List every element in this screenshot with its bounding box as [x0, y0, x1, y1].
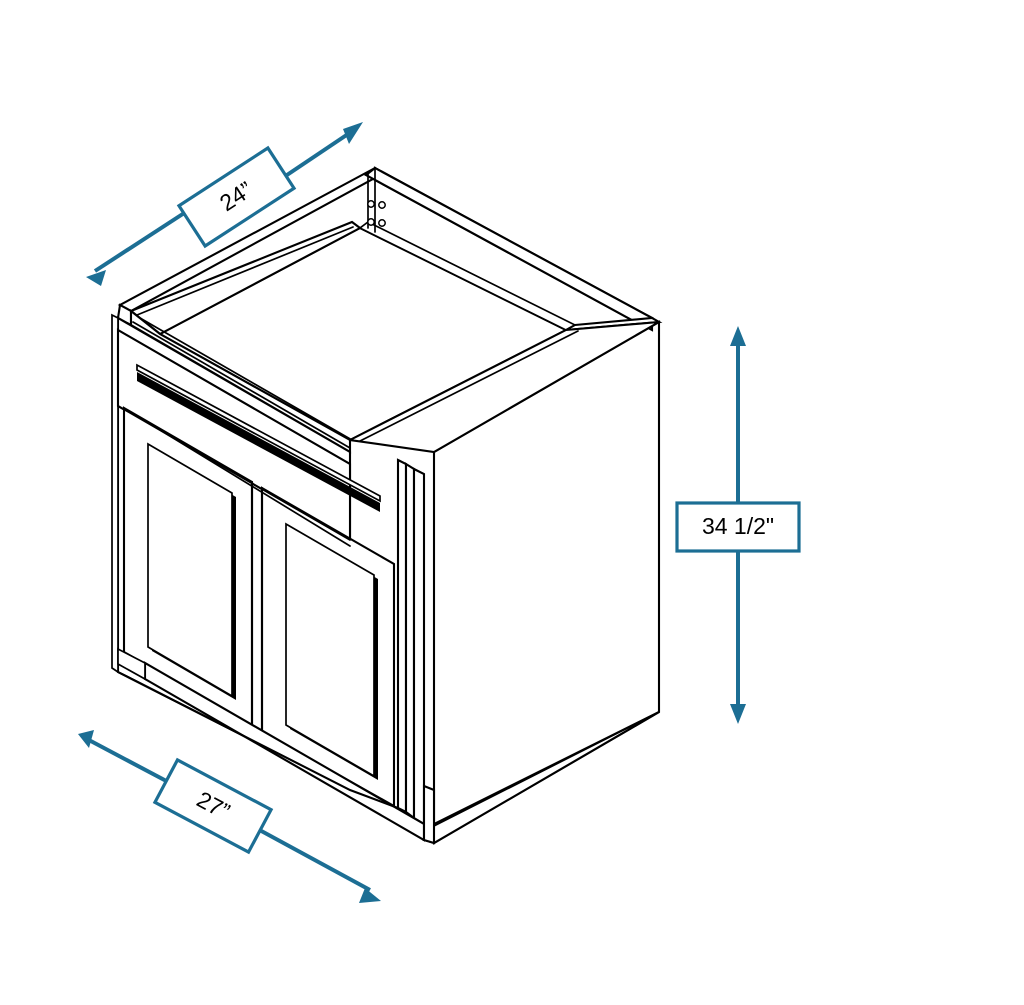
cabinet-bottom-front-edge — [116, 670, 400, 810]
hinge-bore-hole-1 — [367, 200, 375, 208]
right-door-edge-board-2 — [404, 462, 416, 821]
drawer-top-reveal — [117, 329, 351, 465]
drawer-slot-inner — [136, 363, 381, 503]
width-dim-line-lower — [253, 825, 371, 892]
right-door-edge-board-3 — [412, 467, 426, 826]
hinge-bore-hole-4 — [378, 219, 386, 227]
depth-label-box — [176, 145, 297, 249]
width-dimension-group: 27” — [78, 730, 381, 903]
cabinet-body — [111, 166, 663, 845]
right-door-recessed-panel — [285, 522, 375, 778]
top-rail-front-right-band — [346, 320, 660, 454]
front-top-rail-crease-b — [132, 321, 351, 449]
hinge-bore-hole-3 — [367, 218, 375, 226]
depth-arrowhead-lower-left — [86, 270, 106, 286]
height-dimension-group: 34 1/2" — [675, 326, 801, 724]
width-label-box — [152, 757, 274, 855]
door-top-reveal-2 — [123, 407, 351, 547]
height-arrowhead-bottom — [730, 704, 746, 724]
width-arrowhead-upper-left — [78, 730, 94, 748]
top-rail-front-right-crease — [359, 330, 579, 442]
hinge-bore-hole-2 — [378, 201, 386, 209]
toe-kick-corner-block — [422, 784, 436, 845]
left-door-recessed-panel — [147, 442, 233, 698]
depth-dimension-group: 24” — [86, 122, 363, 286]
height-arrowhead-top — [730, 326, 746, 346]
toe-kick-left-step — [117, 647, 146, 681]
right-door-edge-board-1 — [396, 458, 408, 814]
depth-arrowhead-upper-right — [343, 122, 363, 144]
depth-dim-line-upper — [276, 128, 356, 183]
depth-dim-line-lower — [93, 204, 197, 273]
width-arrowhead-lower-right — [359, 888, 381, 903]
width-dim-line-upper — [86, 737, 173, 786]
toe-kick-right-crease — [429, 711, 660, 829]
height-label-text: 34 1/2" — [702, 513, 774, 539]
front-top-rail-crease-a — [139, 317, 353, 441]
drawer-slot-shadow — [137, 372, 380, 512]
height-label-box — [675, 501, 801, 553]
top-frame-band-left-crease — [136, 226, 354, 316]
